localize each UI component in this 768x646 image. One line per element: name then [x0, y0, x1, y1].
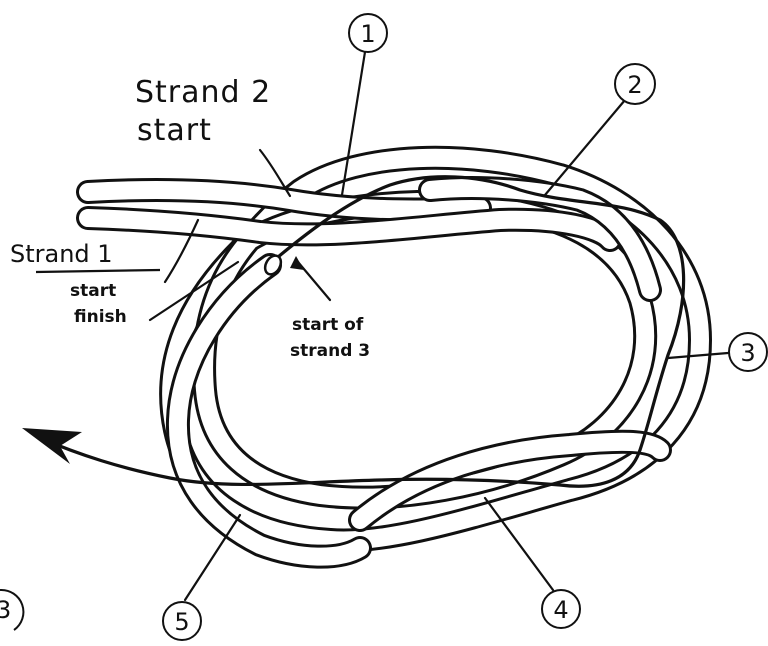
callout-2-number: 2: [627, 71, 642, 99]
callout-5: 5: [162, 601, 202, 641]
callout-2-circle: [614, 63, 656, 105]
rope-strand1-end-fill: [79, 209, 619, 249]
leader-strand1: [163, 218, 200, 284]
label-strand1-line3: finish: [74, 307, 127, 327]
label-strand1-line2: start: [70, 281, 116, 301]
callout-3-number: 3: [740, 339, 755, 367]
corner-fragment: 3: [0, 588, 25, 631]
strand3-path: [22, 175, 686, 488]
leader-strand2: [258, 148, 292, 198]
callout-4: 4: [541, 589, 581, 629]
rope-outer-loop-fill: [162, 148, 709, 550]
callout-5-number: 5: [174, 608, 189, 636]
rope-lower-crossing-fill: [351, 432, 669, 529]
strand3-arrowhead-icon: [22, 428, 82, 464]
rope-strand2-end-fill: [79, 181, 489, 219]
callout-1-number: 1: [360, 20, 375, 48]
leader-5: [183, 513, 242, 602]
callout-1-circle: [348, 13, 388, 53]
leader-lines: [148, 50, 730, 602]
callout-3: 3: [728, 332, 768, 372]
corner-fragment-number: 3: [0, 596, 11, 624]
callout-1: 1: [348, 13, 388, 53]
callout-5-circle: [162, 601, 202, 641]
callout-4-circle: [541, 589, 581, 629]
label-strand3-line1: start of: [292, 315, 364, 335]
callout-4-number: 4: [553, 596, 568, 624]
arrow-strand3-icon: [290, 256, 304, 270]
leader-finish: [148, 260, 240, 322]
leader-strand3: [296, 260, 332, 302]
label-strand2-line2: start: [137, 113, 212, 148]
callout-3-circle: [728, 332, 768, 372]
leader-1: [340, 50, 367, 197]
label-strand2-line1: Strand 2: [135, 75, 271, 110]
label-strand1-line1: Strand 1: [10, 240, 113, 268]
rope-body: [76, 145, 712, 569]
leader-4: [483, 496, 555, 592]
leader-2: [543, 98, 627, 197]
label-strand3-line2: strand 3: [290, 341, 370, 361]
leader-3: [666, 351, 730, 360]
callout-2: 2: [614, 63, 656, 105]
corner-fragment-circle: [0, 588, 25, 631]
strand3-start-loop: [263, 254, 283, 276]
strand1-underline: [35, 268, 161, 274]
strand3-line: [38, 175, 686, 488]
